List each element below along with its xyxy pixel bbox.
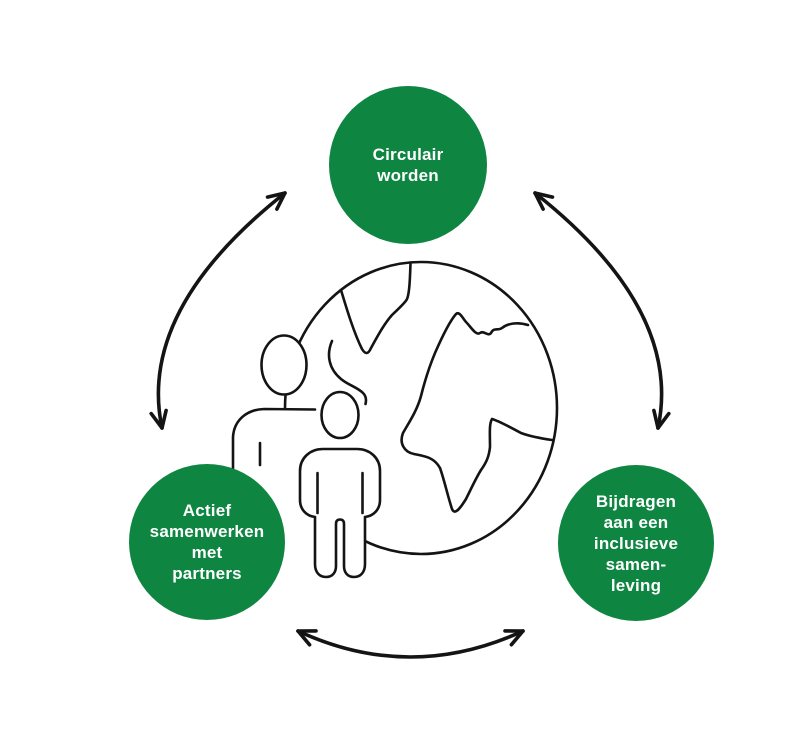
person-background-head bbox=[260, 334, 308, 396]
person-foreground-torso bbox=[298, 447, 382, 519]
arrow-left-head-bottom bbox=[149, 408, 168, 430]
person-foreground-legs bbox=[313, 515, 367, 579]
node-actief-samenwerken: Actief samenwerken met partners bbox=[129, 464, 285, 620]
node-label-line: Circulair bbox=[372, 145, 444, 164]
arrow-bottom-curve bbox=[296, 629, 525, 659]
arrow-right-head-top bbox=[533, 191, 555, 211]
node-label-line: samenwerken bbox=[149, 522, 265, 541]
person-background-shoulders bbox=[231, 407, 317, 479]
arrow-bottom-head-right bbox=[503, 629, 525, 647]
arrow-left-head-top bbox=[265, 191, 287, 211]
arrow-bottom-icon bbox=[296, 629, 525, 659]
arrow-left-icon bbox=[149, 191, 287, 430]
node-label-line: samen- bbox=[605, 554, 667, 574]
arrow-bottom-head-left bbox=[296, 629, 318, 647]
arrow-right-curve bbox=[533, 191, 664, 430]
continent-top bbox=[339, 262, 412, 355]
coastline-squiggle bbox=[327, 339, 368, 406]
arrow-right-icon bbox=[533, 191, 671, 430]
node-circulair-worden: Circulair worden bbox=[329, 86, 487, 244]
person-foreground-icon bbox=[298, 390, 382, 579]
node-label-line: worden bbox=[377, 166, 439, 185]
node-label-line: inclusieve bbox=[593, 533, 679, 553]
continent-right bbox=[400, 311, 554, 513]
person-background-body bbox=[233, 409, 316, 480]
node-label-line: aan een bbox=[603, 512, 669, 532]
node-label-line: met bbox=[191, 543, 223, 562]
node-label-line: Bijdragen bbox=[595, 491, 677, 511]
person-foreground-head bbox=[320, 390, 360, 440]
person-background-icon bbox=[231, 334, 317, 480]
node-label-line: Actief bbox=[182, 501, 232, 520]
node-label-line: leving bbox=[610, 575, 662, 595]
node-label-line: partners bbox=[172, 564, 242, 583]
arrow-left-curve bbox=[156, 191, 287, 430]
arrow-right-head-bottom bbox=[652, 408, 671, 430]
node-bijdragen-inclusieve-samenleving: Bijdragen aan een inclusieve samen- levi… bbox=[558, 465, 714, 621]
